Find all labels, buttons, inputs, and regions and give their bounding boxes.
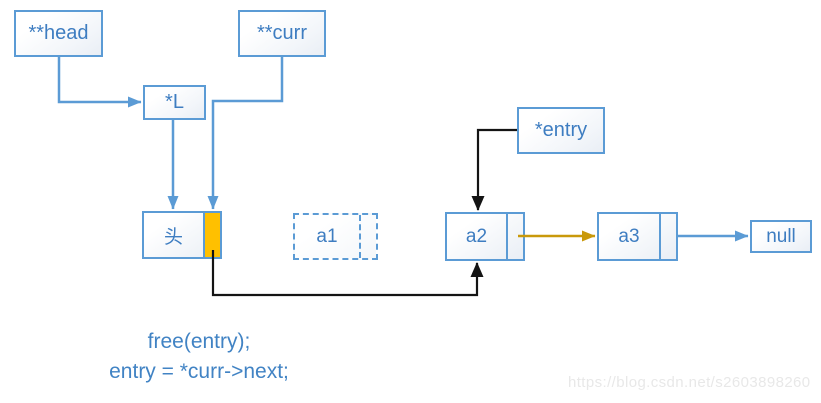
node-a1-next-field [359,215,376,258]
node-head-next-field-highlight [203,213,220,257]
pointer-box-head: **head [14,10,103,57]
node-a1-freed: a1 [293,213,378,260]
pointer-label-curr: **curr [256,22,307,44]
node-head: 头 [142,211,222,259]
node-head-value: 头 [163,226,183,248]
node-a3-value: a3 [618,225,640,247]
watermark-url: https://blog.csdn.net/s2603898260 [568,374,811,391]
pointer-box-entry: *entry [517,107,605,154]
pointer-label-entry: *entry [534,119,588,141]
arrow-curr-to-next-field [207,57,284,210]
pointer-label-head: **head [28,22,89,44]
pointer-box-l: *L [143,85,206,120]
code-caption: free(entry); entry = *curr->next; [38,327,360,387]
node-a1-value: a1 [316,225,338,247]
code-line-2: entry = *curr->next; [109,360,289,383]
node-a2-value: a2 [465,225,488,247]
arrow-head-to-l [57,57,142,108]
arrow-entry-to-a2 [471,128,517,211]
null-box: null [750,220,812,253]
node-a3-next-field [659,214,676,259]
node-a2: a2 [445,212,525,261]
node-a2-next-field [506,214,523,259]
node-a3: a3 [597,212,678,261]
pointer-label-l: *L [165,91,184,113]
code-line-1: free(entry); [147,330,251,353]
null-label: null [766,225,796,247]
pointer-box-curr: **curr [238,10,326,57]
